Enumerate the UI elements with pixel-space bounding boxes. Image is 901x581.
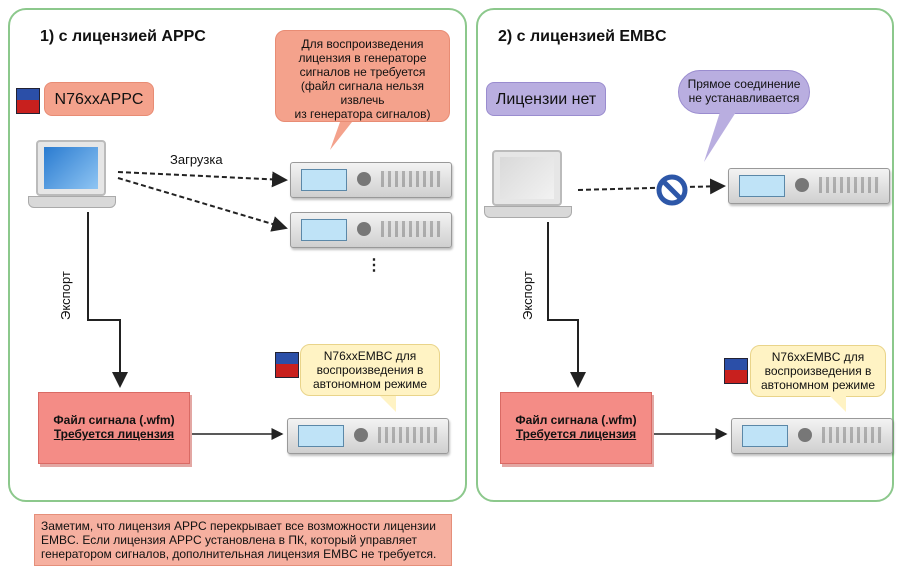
note-line: EMBC. Если лицензия APPC установлена в П… bbox=[41, 533, 418, 547]
laptop-icon bbox=[28, 140, 118, 210]
note-line: генератором сигналов, дополнительная лиц… bbox=[41, 547, 437, 561]
callout-line: N76xxEMBC для bbox=[771, 350, 865, 364]
left-license-callout: N76xxAPPC bbox=[44, 82, 154, 116]
file-box-title: Файл сигнала (.wfm) bbox=[53, 413, 175, 427]
left-license-label: N76xxAPPC bbox=[54, 91, 144, 108]
license-flag-icon bbox=[16, 88, 40, 114]
license-flag-icon bbox=[275, 352, 299, 378]
laptop-icon bbox=[484, 150, 574, 220]
callout-line: автономном режиме bbox=[760, 378, 876, 392]
callout-line: лицензия в генераторе bbox=[298, 51, 427, 65]
file-box-requirement: Требуется лицензия bbox=[53, 427, 175, 441]
signal-generator-icon bbox=[290, 212, 452, 248]
callout-line: N76xxEMBC для bbox=[323, 349, 417, 363]
callout-line: автономном режиме bbox=[312, 377, 428, 391]
more-generators-icon: ⋮ bbox=[366, 257, 382, 274]
callout-line: из генератора сигналов) bbox=[294, 107, 431, 121]
left-bottom-callout: N76xxEMBC для воспроизведения в автономн… bbox=[300, 344, 440, 396]
blocked-arrow bbox=[577, 178, 726, 195]
callout-line: не устанавливается bbox=[688, 91, 800, 105]
left-file-box: Файл сигнала (.wfm) Требуется лицензия bbox=[38, 392, 190, 464]
callout-line: сигналов не требуется bbox=[299, 65, 426, 79]
left-panel-title: 1) с лицензией APPC bbox=[40, 28, 206, 45]
file-box-requirement: Требуется лицензия bbox=[515, 427, 637, 441]
file-box-title: Файл сигнала (.wfm) bbox=[515, 413, 637, 427]
license-note: Заметим, что лицензия APPC перекрывает в… bbox=[34, 514, 452, 566]
signal-generator-icon bbox=[731, 418, 893, 454]
callout-line: Для воспроизведения bbox=[301, 37, 424, 51]
left-top-callout: Для воспроизведения лицензия в генератор… bbox=[275, 30, 450, 122]
right-panel-title: 2) с лицензией EMBC bbox=[498, 28, 667, 45]
license-flag-icon bbox=[724, 358, 748, 384]
right-file-box: Файл сигнала (.wfm) Требуется лицензия bbox=[500, 392, 652, 464]
signal-generator-icon bbox=[287, 418, 449, 454]
export-arrow bbox=[547, 222, 586, 388]
callout-line: воспроизведения в bbox=[316, 363, 424, 377]
callout-line: воспроизведения в bbox=[764, 364, 872, 378]
download-label: Загрузка bbox=[170, 152, 223, 167]
signal-generator-icon bbox=[290, 162, 452, 198]
callout-line: (файл сигнала нельзя извлечь bbox=[300, 79, 425, 107]
no-entry-icon bbox=[656, 174, 688, 206]
signal-generator-icon bbox=[728, 168, 890, 204]
note-line: Заметим, что лицензия APPC перекрывает в… bbox=[41, 519, 436, 533]
export-arrow bbox=[87, 212, 128, 388]
right-top-callout: Прямое соединение не устанавливается bbox=[678, 70, 810, 114]
right-bottom-callout: N76xxEMBC для воспроизведения в автономн… bbox=[750, 345, 886, 397]
download-arrow bbox=[117, 177, 288, 232]
right-license-callout: Лицензии нет bbox=[486, 82, 606, 116]
callout-line: Прямое соединение bbox=[687, 77, 801, 91]
right-license-label: Лицензии нет bbox=[495, 91, 597, 108]
download-arrow bbox=[117, 171, 288, 188]
